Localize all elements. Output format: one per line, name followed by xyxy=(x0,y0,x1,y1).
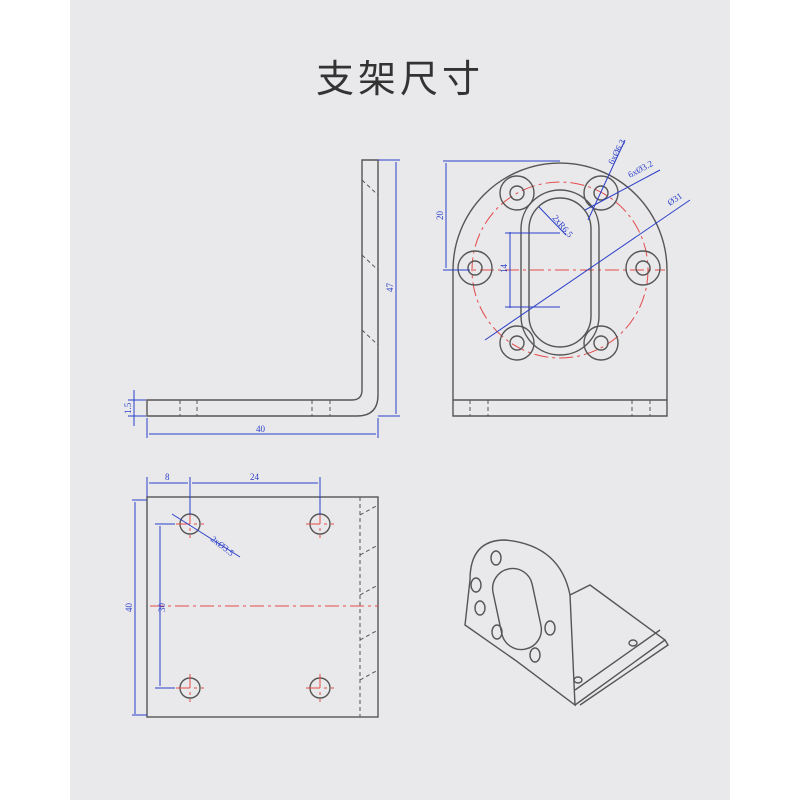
side-thickness-dim: 1.5 xyxy=(123,402,133,414)
spacing-dim: 24 xyxy=(250,472,260,482)
slot-radius-label: 2xR6.5 xyxy=(550,213,575,240)
side-width-dim: 40 xyxy=(256,424,266,434)
bottom-height-dim: 40 xyxy=(124,603,134,613)
hole-outer-label: 6xØ6.3 xyxy=(606,137,628,166)
mount-holes xyxy=(457,175,661,361)
base-hole-label: 2xØ3.5 xyxy=(209,534,237,559)
front-view: 20 14 6xØ6.3 6xØ3.2 Ø31 2xR6.5 xyxy=(435,137,691,417)
base-holes xyxy=(176,510,334,702)
isometric-view xyxy=(464,539,669,707)
hole-inner-label: 6xØ3.2 xyxy=(626,158,654,179)
side-height-dim: 47 xyxy=(385,283,395,293)
page-title: 支架尺寸 xyxy=(315,57,484,101)
front-height-dim: 20 xyxy=(435,211,445,221)
pcd-label: Ø31 xyxy=(666,191,684,208)
side-view: 47 40 1.5 xyxy=(123,159,400,438)
slot-dim: 14 xyxy=(499,264,509,274)
edge-dim: 8 xyxy=(165,472,170,482)
bottom-view: 8 24 40 30 2xØ3.5 xyxy=(124,472,379,718)
hole-spacing-dim: 30 xyxy=(157,603,167,613)
